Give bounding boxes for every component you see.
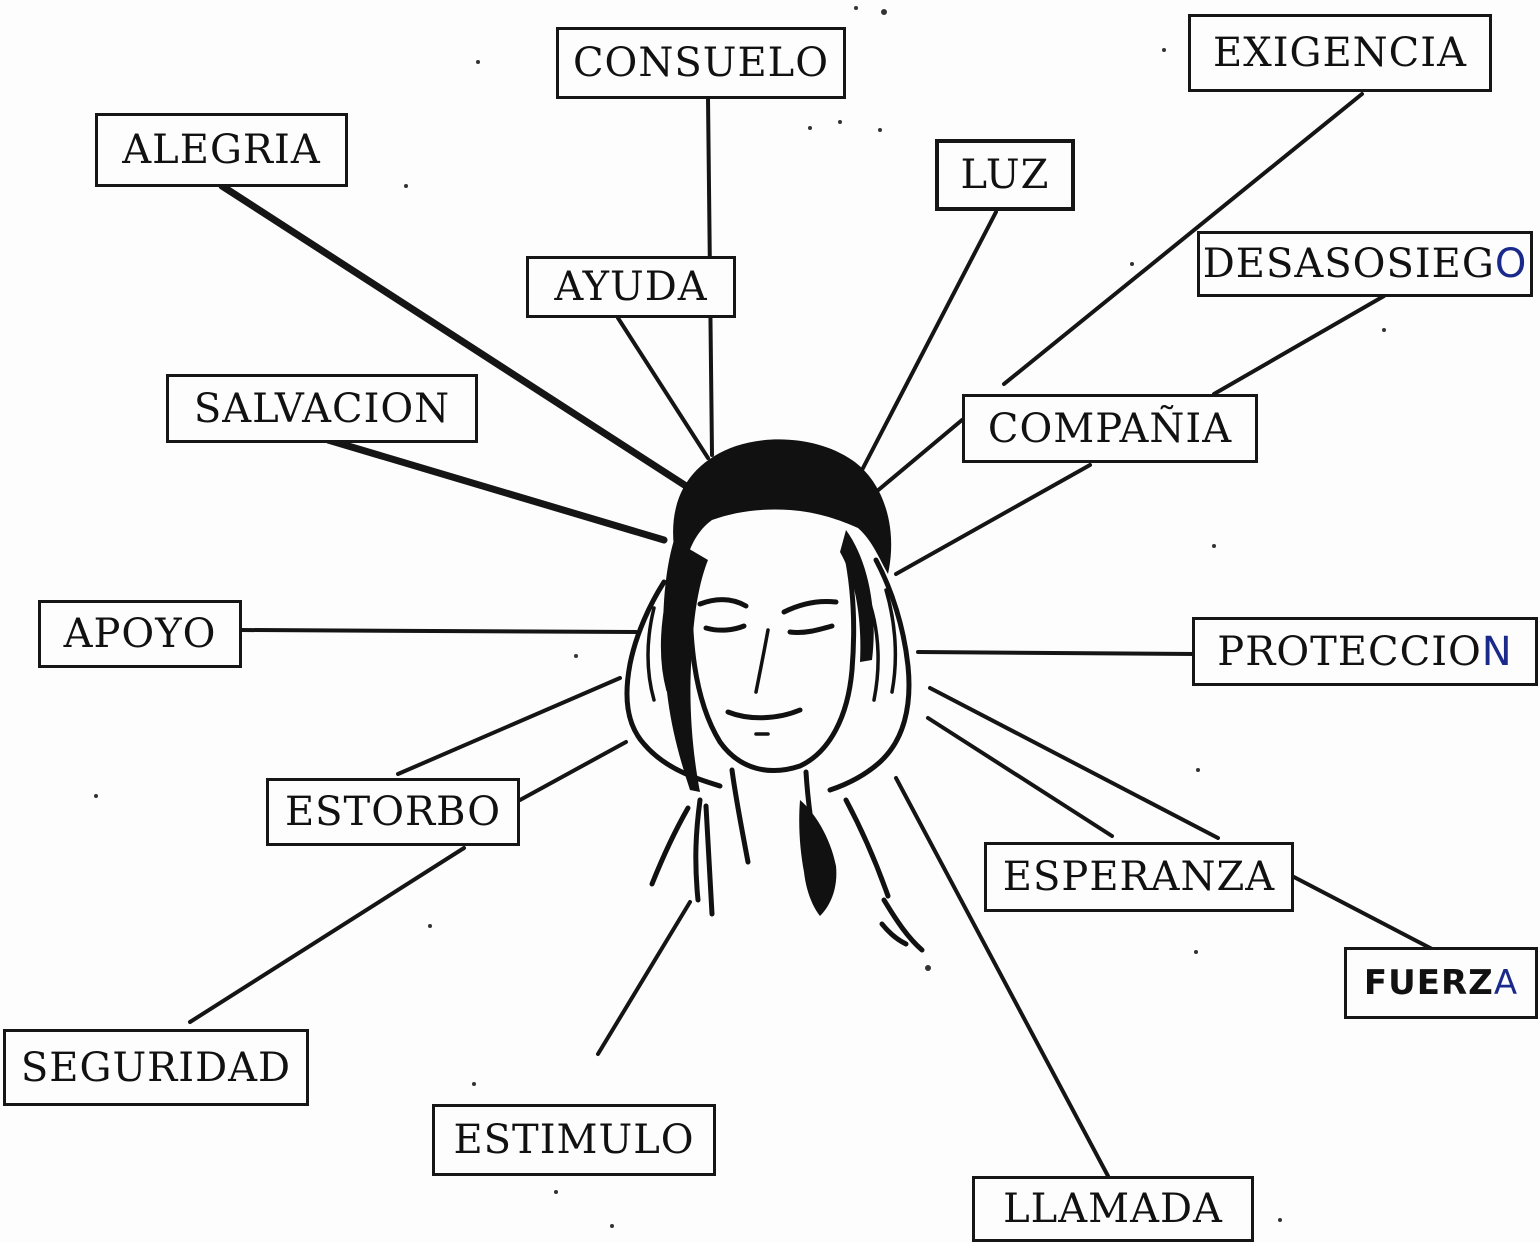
connector-fuerza bbox=[1290, 874, 1436, 952]
connector-estimulo bbox=[596, 900, 692, 1056]
neck-left bbox=[729, 767, 751, 865]
node-seguridad: SEGURIDAD bbox=[3, 1029, 309, 1106]
connector-salvacion bbox=[324, 436, 668, 544]
node-estimulo-label: ESTIMULO bbox=[453, 1117, 695, 1163]
connector-estorbo bbox=[396, 676, 622, 776]
mouth bbox=[725, 707, 803, 721]
node-consuelo-label: CONSUELO bbox=[572, 40, 830, 86]
connector-esperanza-a bbox=[928, 686, 1220, 840]
node-esperanza-label: ESPERANZA bbox=[1002, 854, 1276, 900]
node-proteccion-label: PROTECCION bbox=[1217, 629, 1512, 675]
connector-lines bbox=[188, 92, 1436, 1178]
node-fuerza-label: FUERZA bbox=[1364, 963, 1518, 1003]
node-salvacion: SALVACION bbox=[166, 374, 478, 443]
node-proteccion-label-tail: N bbox=[1481, 628, 1513, 675]
node-proteccion-label-main: PROTECCIO bbox=[1217, 628, 1482, 675]
node-ayuda-label: AYUDA bbox=[554, 264, 708, 310]
node-desasosiego: DESASOSIEGO bbox=[1197, 231, 1533, 297]
connector-apoyo bbox=[240, 628, 638, 634]
connector-compania bbox=[894, 463, 1092, 576]
connector-exigencia bbox=[1002, 92, 1364, 386]
right-eye bbox=[781, 599, 839, 615]
node-luz-label: LUZ bbox=[960, 152, 1050, 198]
node-desasosiego-label-main: DESASOSIEG bbox=[1202, 241, 1495, 287]
node-desasosiego-label: DESASOSIEGO bbox=[1203, 241, 1528, 287]
person-figure bbox=[624, 439, 925, 953]
shirt-crease bbox=[879, 921, 909, 947]
right-fingers bbox=[868, 588, 898, 702]
node-estorbo-label: ESTORBO bbox=[284, 789, 502, 835]
connector-ayuda bbox=[616, 316, 710, 460]
node-compania-label: COMPAÑIA bbox=[987, 405, 1233, 452]
node-llamada-label: LLAMADA bbox=[1003, 1186, 1223, 1232]
connector-seguridad bbox=[188, 846, 466, 1024]
node-salvacion-label: SALVACION bbox=[193, 385, 451, 432]
face-outline bbox=[687, 549, 857, 774]
node-compania: COMPAÑIA bbox=[962, 394, 1258, 463]
right-hand bbox=[827, 557, 912, 793]
node-estimulo: ESTIMULO bbox=[432, 1104, 716, 1176]
arm-left bbox=[703, 803, 715, 917]
left-hand bbox=[624, 579, 723, 789]
neck-shading bbox=[799, 800, 837, 916]
connector-desasosiego bbox=[1212, 294, 1386, 396]
connector-luz bbox=[860, 210, 998, 472]
left-eye bbox=[697, 597, 749, 609]
node-exigencia-label: EXIGENCIA bbox=[1213, 30, 1467, 76]
node-fuerza: FUERZA bbox=[1344, 947, 1538, 1019]
node-alegria: ALEGRIA bbox=[95, 113, 348, 187]
left-fingers bbox=[646, 594, 670, 702]
node-luz: LUZ bbox=[935, 139, 1075, 211]
nose bbox=[754, 628, 770, 694]
connector-compania-head bbox=[874, 418, 964, 494]
node-desasosiego-label-tail: O bbox=[1494, 241, 1528, 287]
shoulder-left bbox=[649, 805, 691, 887]
node-fuerza-label-main: FUERZ bbox=[1363, 963, 1494, 1003]
connector-proteccion bbox=[916, 650, 1198, 656]
collar-right bbox=[843, 797, 891, 899]
collar-left bbox=[693, 797, 703, 903]
right-lid bbox=[787, 623, 835, 635]
node-fuerza-label-tail: A bbox=[1493, 963, 1519, 1003]
connector-llamada bbox=[894, 776, 1110, 1178]
scan-specks bbox=[94, 6, 1386, 1228]
hair-shape bbox=[673, 439, 892, 574]
shoulder-right bbox=[881, 897, 925, 953]
node-apoyo: APOYO bbox=[38, 600, 242, 668]
connector-alegria bbox=[218, 182, 690, 490]
left-lid bbox=[703, 623, 747, 633]
node-alegria-label: ALEGRIA bbox=[122, 127, 321, 173]
node-proteccion: PROTECCION bbox=[1192, 617, 1538, 686]
connector-esperanza-b bbox=[926, 716, 1114, 838]
node-ayuda: AYUDA bbox=[526, 256, 736, 318]
node-seguridad-label: SEGURIDAD bbox=[20, 1044, 292, 1091]
node-exigencia: EXIGENCIA bbox=[1188, 14, 1492, 92]
node-consuelo: CONSUELO bbox=[556, 27, 846, 99]
node-esperanza: ESPERANZA bbox=[984, 842, 1294, 912]
connector-estorbo-right bbox=[518, 740, 628, 802]
node-llamada: LLAMADA bbox=[972, 1176, 1254, 1242]
node-apoyo-label: APOYO bbox=[63, 611, 217, 657]
hair-left bbox=[663, 540, 708, 792]
node-estorbo: ESTORBO bbox=[266, 778, 520, 846]
